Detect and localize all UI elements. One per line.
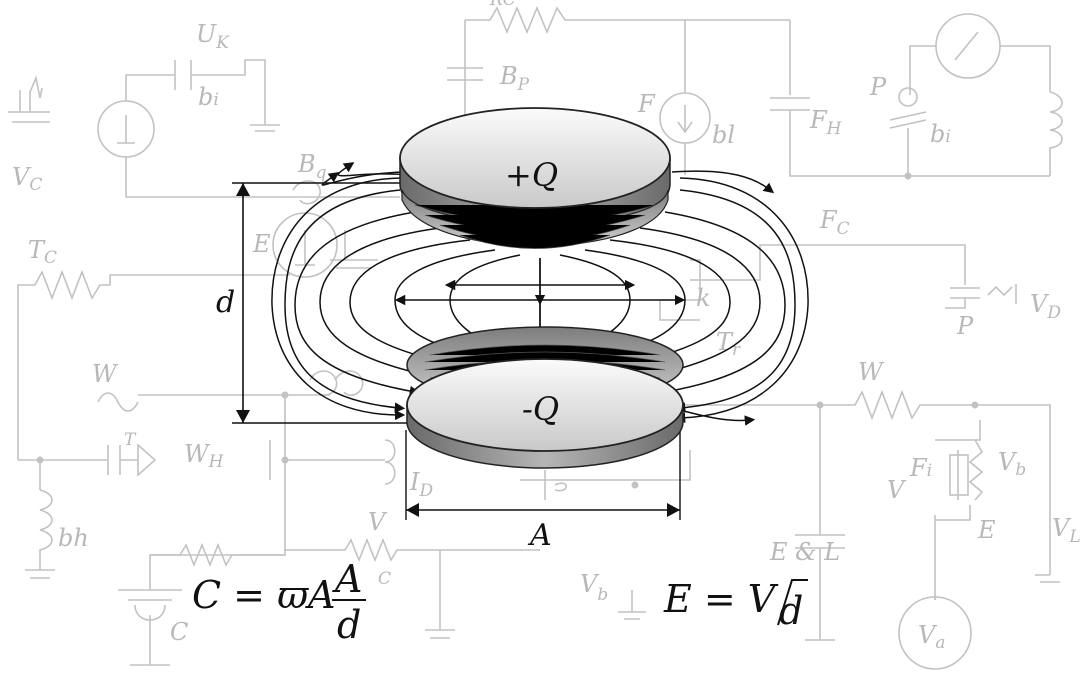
label-p-mid: P	[956, 312, 974, 340]
label-w-right: W	[858, 358, 885, 386]
label-bi-left: bi	[198, 83, 219, 111]
label-e-left: E	[252, 230, 271, 258]
label-el: E & L	[769, 538, 840, 566]
bottom-plate-label: -Q	[522, 390, 559, 428]
label-uk: UK	[196, 20, 230, 53]
field-lhs: E = V	[663, 577, 779, 621]
label-f-left: F	[637, 90, 656, 118]
field-denominator: d	[779, 589, 803, 633]
bottom-plate: -Q	[406, 326, 684, 469]
label-w-left: W	[92, 360, 119, 388]
label-bp: BP	[499, 62, 530, 95]
label-tc: TC	[28, 236, 57, 268]
label-bh: bh	[58, 524, 89, 552]
label-fh: FH	[809, 106, 843, 139]
label-vb-bottom: Vb	[580, 570, 608, 605]
label-vd: VD	[1030, 290, 1061, 323]
label-c-bottom: C	[170, 618, 188, 646]
label-va: Va	[918, 621, 945, 653]
field-formula: E = V d	[663, 577, 808, 633]
label-v-right: V	[887, 476, 907, 504]
label-rc-top: RC	[489, 0, 516, 10]
label-e-right: E	[977, 516, 996, 544]
capacitance-lhs: C = ϖA	[192, 573, 336, 617]
label-fc: FC	[819, 206, 850, 239]
label-v-lower: V	[368, 508, 388, 536]
top-plate-label: +Q	[505, 156, 558, 194]
capacitance-numerator: A	[332, 557, 362, 601]
label-k: k	[696, 284, 711, 312]
capacitance-denominator: d	[337, 603, 361, 647]
label-vb-right: Vb	[998, 448, 1026, 480]
label-p-top: P	[869, 73, 887, 101]
separation-label: d	[216, 285, 235, 320]
capacitance-formula: C = ϖA A d	[192, 557, 366, 647]
label-wh: WH	[184, 440, 225, 472]
label-bl: bl	[712, 121, 735, 149]
label-id: ID	[409, 468, 433, 501]
separation-dimension: d	[216, 182, 408, 424]
label-t-small: T	[124, 430, 137, 450]
top-plate: +Q	[399, 107, 671, 249]
area-dimension: A	[405, 430, 681, 553]
label-c-lower: C	[378, 569, 391, 589]
label-vc: VC	[12, 163, 42, 195]
label-vl: VL	[1052, 514, 1080, 547]
label-bi-right: bi	[930, 120, 951, 148]
label-fi: Fi	[909, 454, 932, 482]
label-bq: Bq	[297, 150, 327, 183]
area-label: A	[527, 518, 552, 553]
